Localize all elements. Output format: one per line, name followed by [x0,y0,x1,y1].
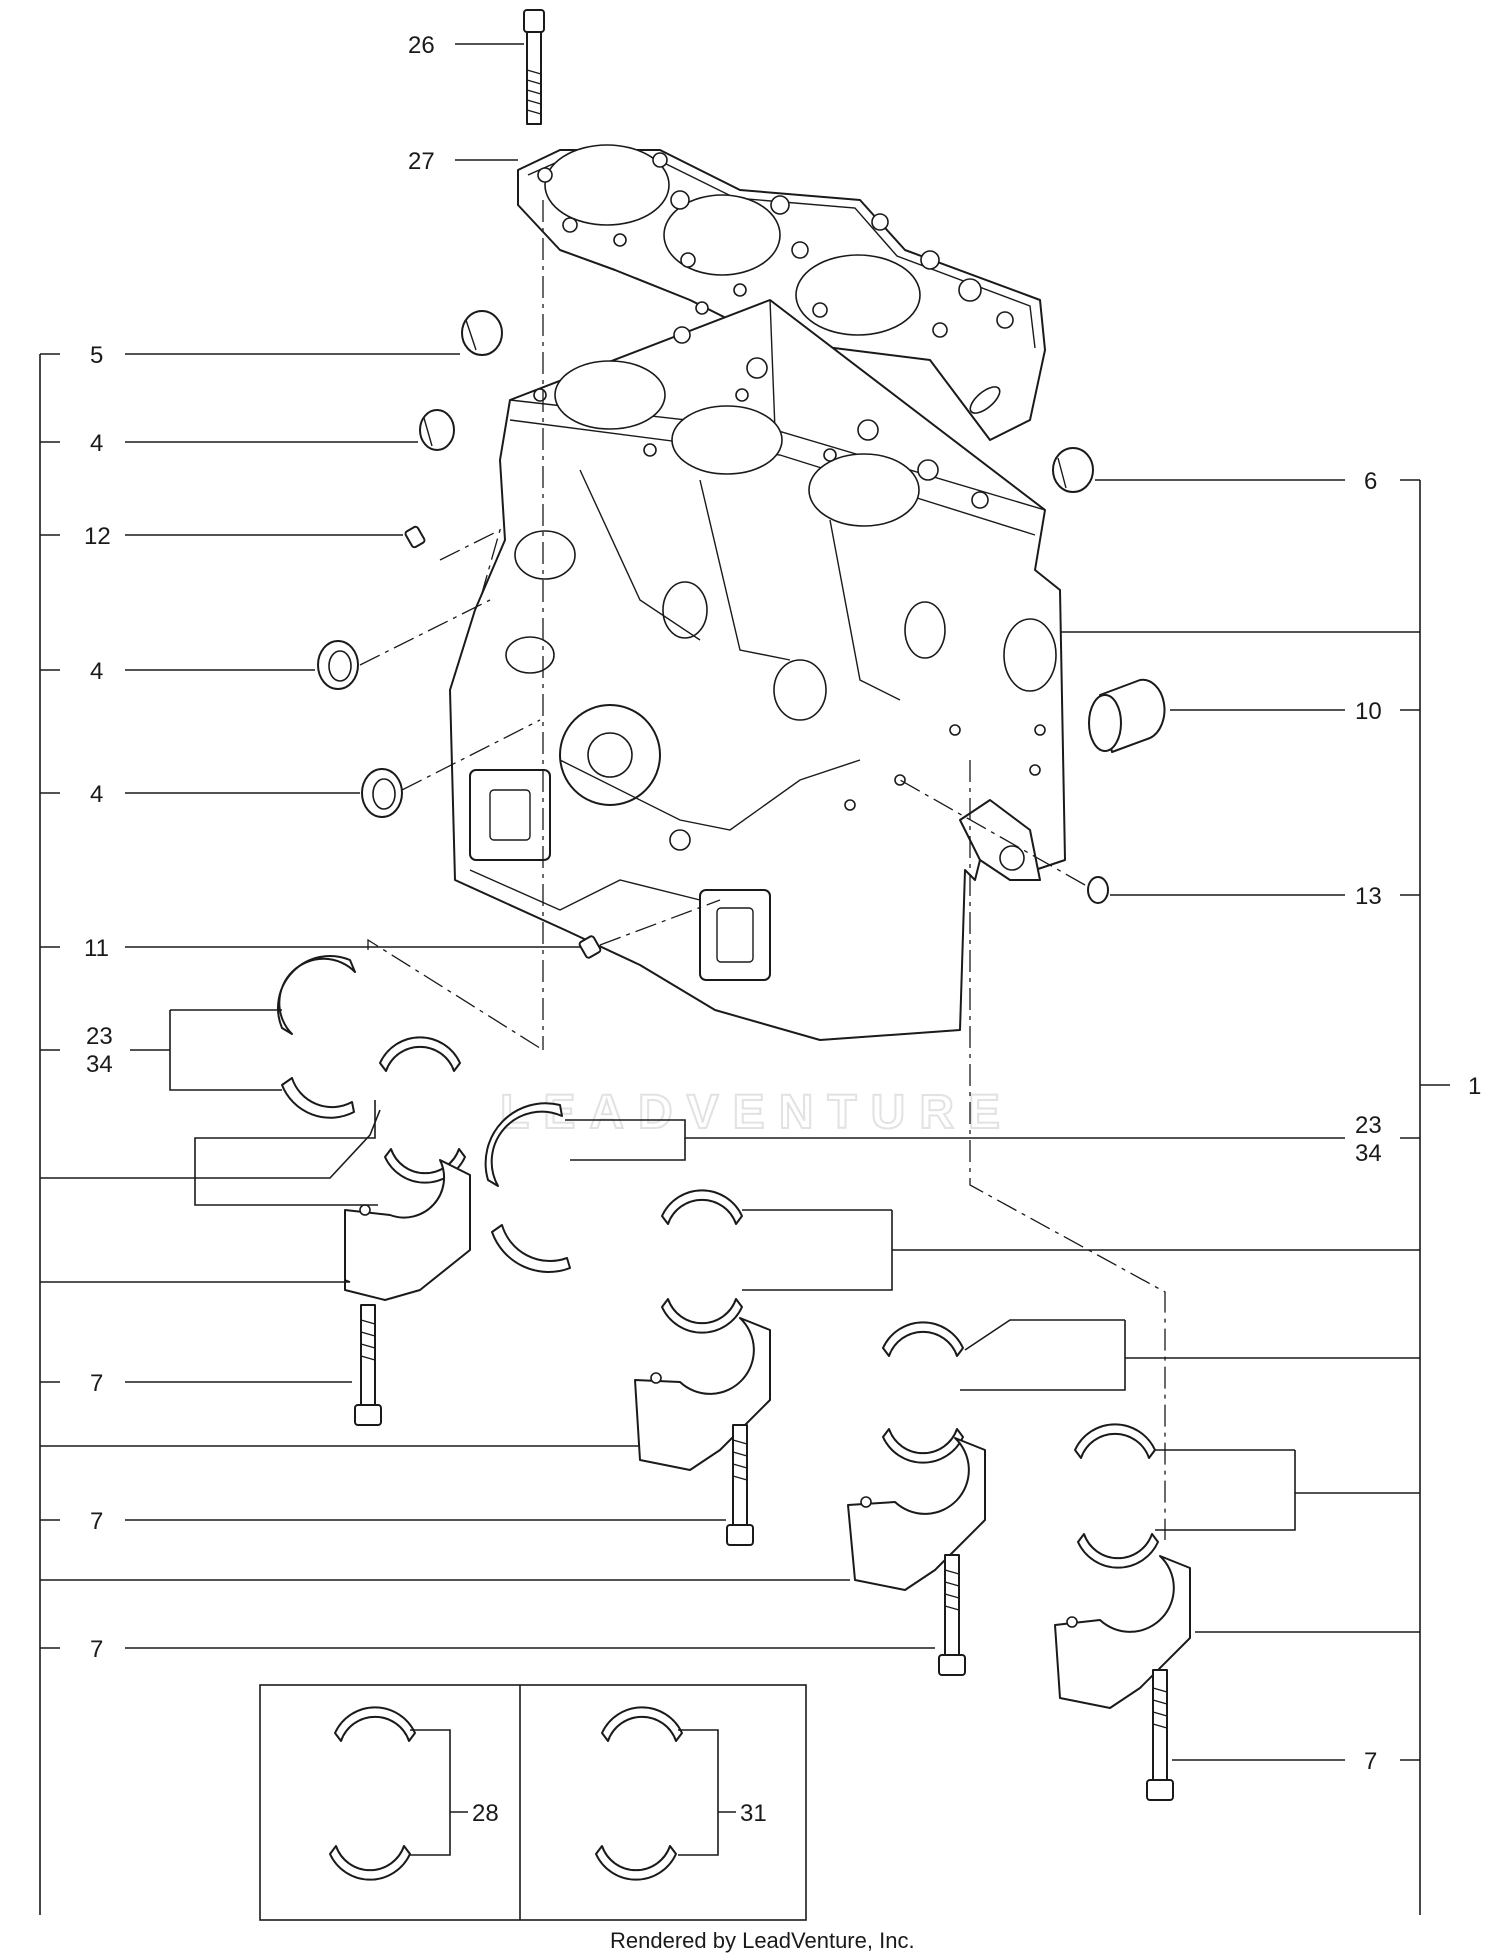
thrust-washer-right [484,1102,571,1273]
plug-12 [404,525,426,549]
cap-bolt-3 [938,1554,966,1676]
bushing-10 [1088,678,1166,753]
callout-28: 28 [472,1800,499,1827]
callout-4-b: 4 [90,658,103,685]
cap-bolt-4 [1146,1669,1174,1801]
callout-7-d: 7 [1364,1748,1377,1775]
main-bearing-shells-3 [882,1321,964,1464]
thrust-washer-left [277,955,356,1119]
callout-27: 27 [408,148,435,175]
cap-bolt-1 [354,1304,382,1426]
main-bearing-shells-4 [1074,1423,1159,1569]
watermark-text: LEADVENTURE [500,1086,1014,1139]
cylinder-block [449,299,1066,1041]
callout-1: 1 [1468,1073,1481,1100]
callout-23-left: 23 [86,1023,113,1050]
callout-6: 6 [1364,468,1377,495]
head-gasket [517,144,1046,441]
plug-11 [578,935,602,959]
callout-31: 31 [740,1800,767,1827]
callout-7-b: 7 [90,1508,103,1535]
main-bearing-shells-2 [661,1189,743,1334]
callout-4-a: 4 [90,430,103,457]
plug-6 [1052,447,1094,493]
cap-bolt-2 [726,1424,754,1546]
callout-5: 5 [90,342,103,369]
callout-7-c: 7 [90,1636,103,1663]
bearing-cap-1 [344,1159,471,1301]
leader-lines [39,43,1450,1915]
callout-23-right: 23 [1355,1112,1382,1139]
bearing-cap-4 [1054,1555,1191,1709]
plug-13 [1087,876,1109,904]
callout-12: 12 [84,523,111,550]
render-credit: Rendered by LeadVenture, Inc. [610,1928,915,1953]
callout-7-a: 7 [90,1370,103,1397]
seal-4-lower [361,768,403,818]
main-bearing-shells-1 [379,1036,466,1184]
assembly-centerlines [359,200,1166,1540]
callout-10: 10 [1355,698,1382,725]
plug-4-upper [419,409,455,451]
callout-4-c: 4 [90,781,103,808]
callout-34-right: 34 [1355,1140,1382,1167]
callout-labels: 26 27 5 4 12 4 4 11 23 34 7 7 7 6 10 13 … [84,32,1481,1827]
callout-13: 13 [1355,883,1382,910]
bearing-cap-2 [634,1317,771,1471]
bearing-option-box [259,1684,807,1921]
callout-26: 26 [408,32,435,59]
plug-5 [461,310,503,356]
callout-34-left: 34 [86,1051,113,1078]
callout-11: 11 [84,935,109,962]
bearing-cap-3 [847,1437,986,1591]
seal-4-middle [317,640,359,690]
head-bolt [523,9,545,125]
